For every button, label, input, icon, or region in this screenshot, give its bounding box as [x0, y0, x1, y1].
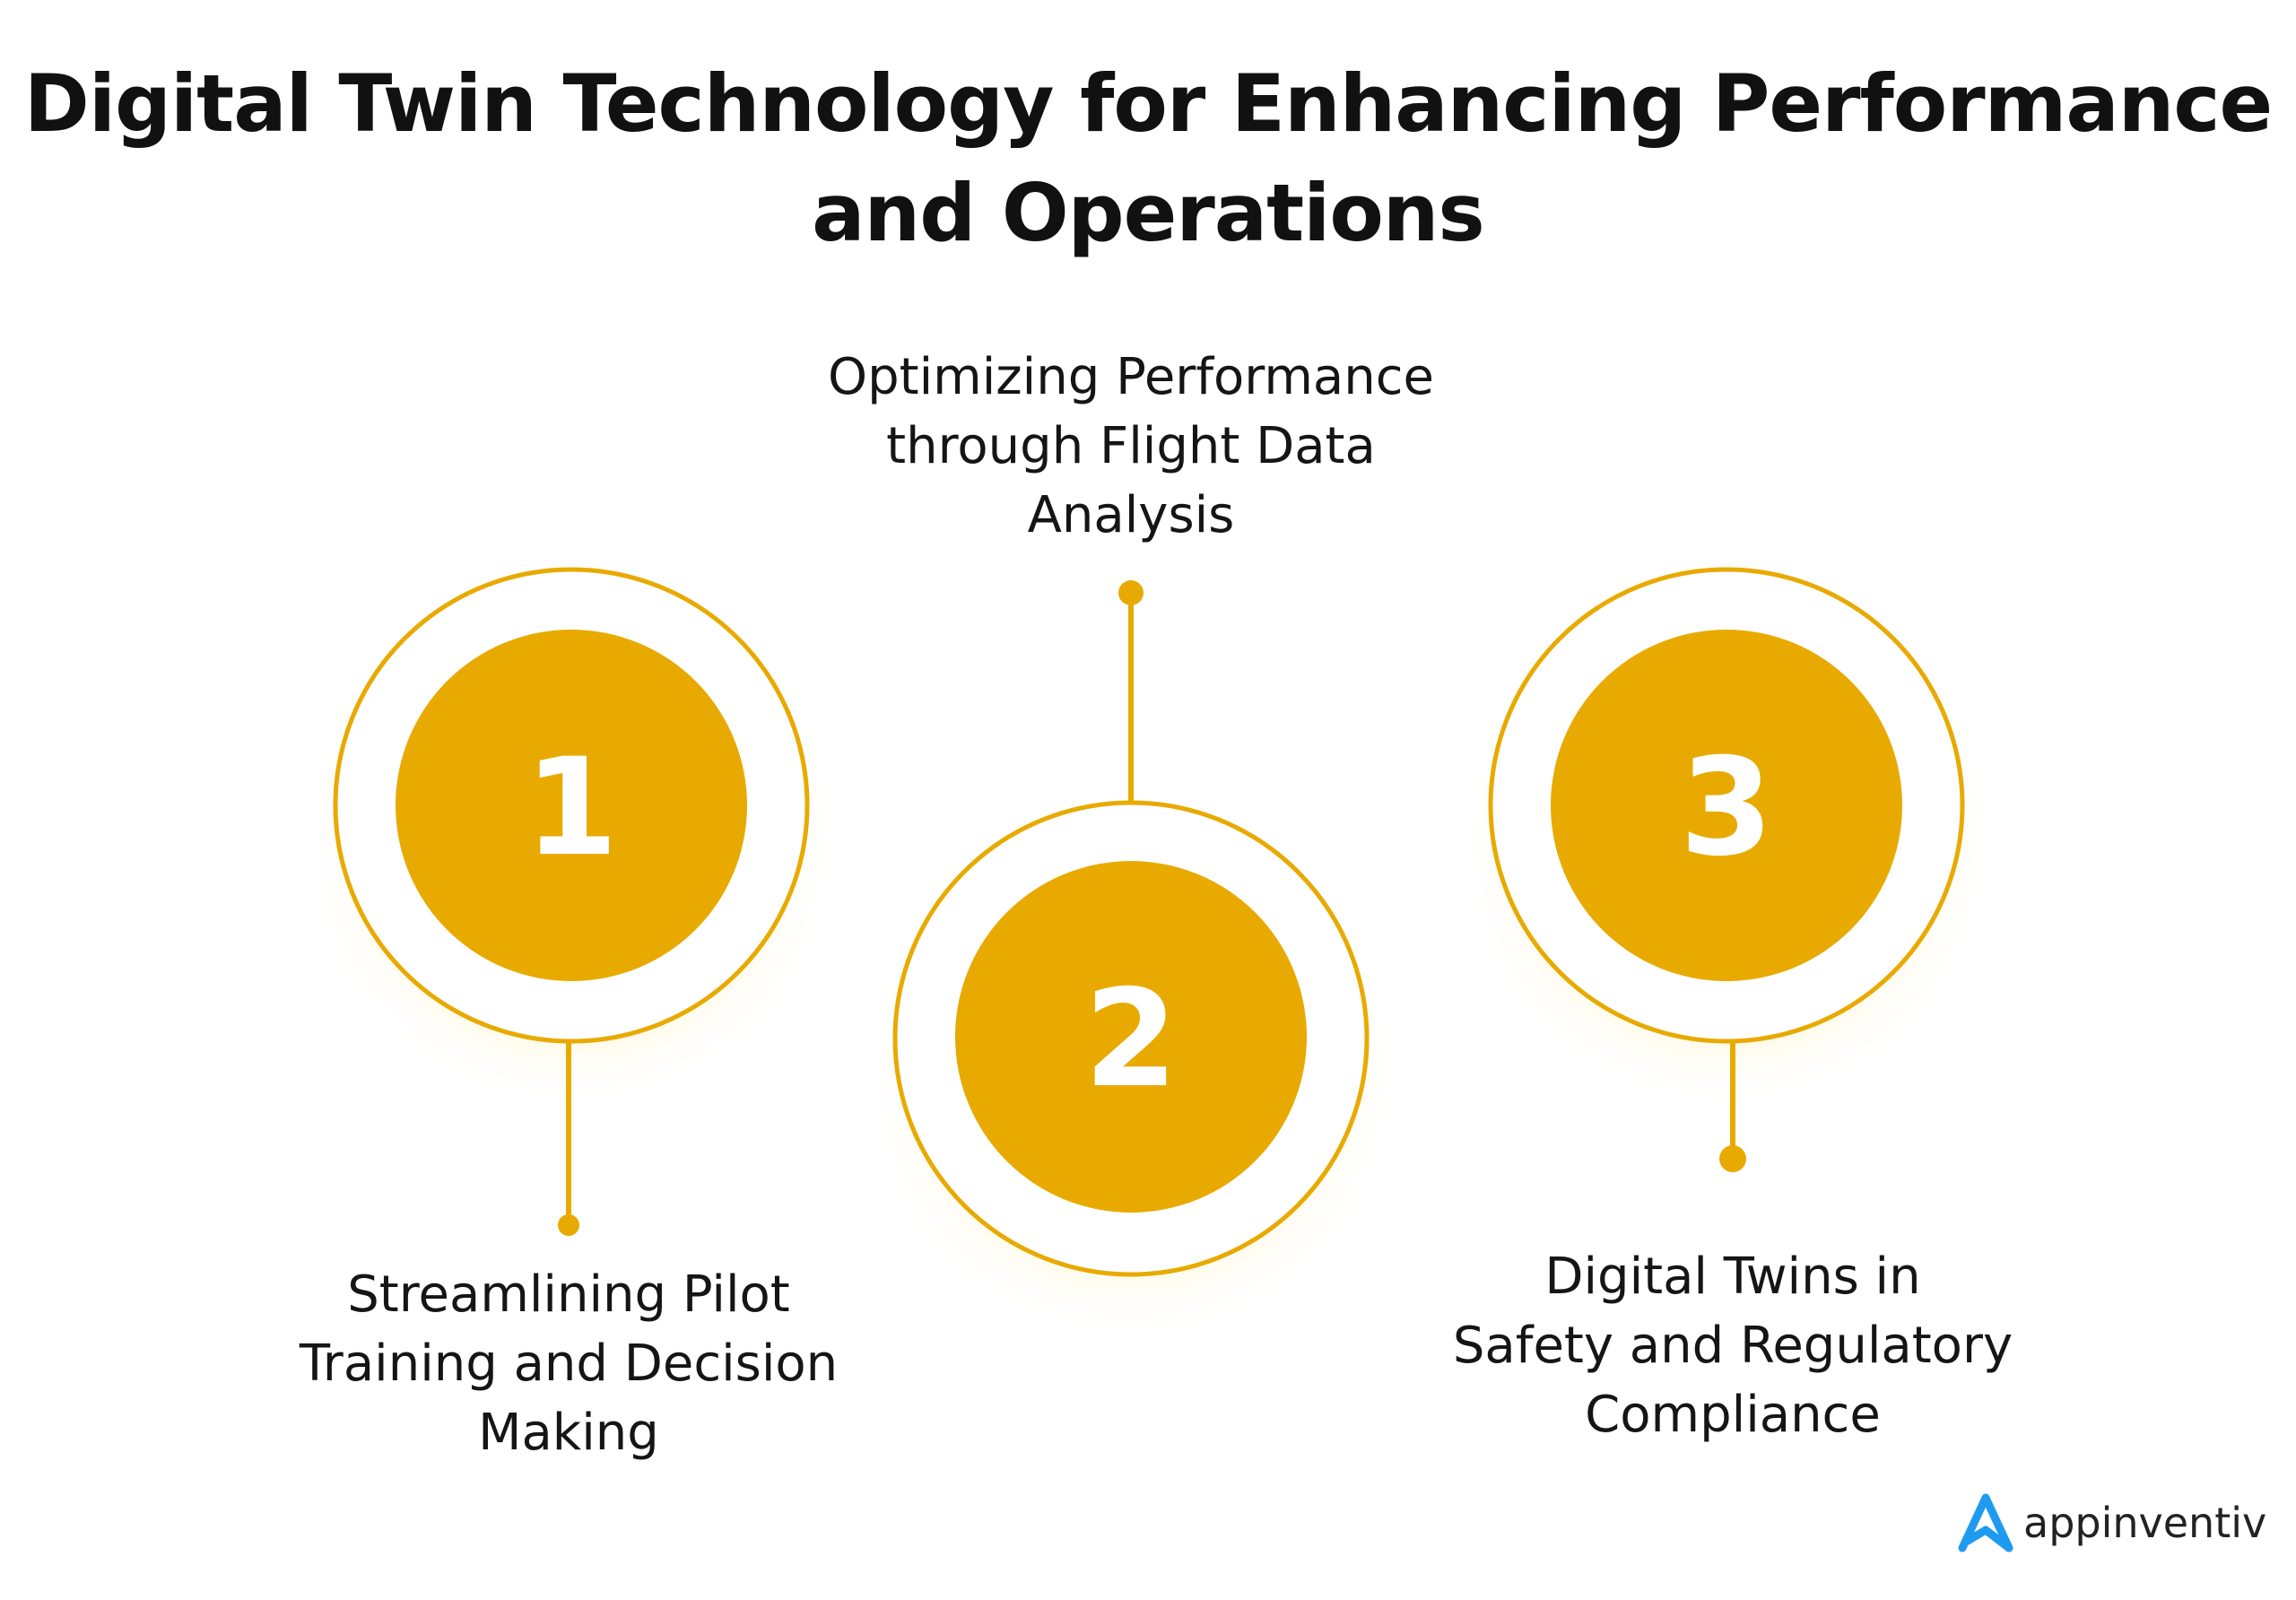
step-2-node: 2	[862, 580, 1400, 1339]
appinventiv-logo: appinventiv	[1955, 1491, 2266, 1555]
step-number: 1	[525, 730, 618, 886]
label-line: Training and Decision	[299, 1335, 839, 1393]
inner-circle	[955, 861, 1307, 1213]
connector-dot	[1118, 580, 1144, 605]
title-line-2: and Operations	[812, 167, 1485, 259]
connector-dot	[558, 1214, 579, 1236]
step-number: 3	[1680, 730, 1773, 886]
label-line: Safety and Regulatory	[1452, 1317, 2013, 1375]
label-line: Streamlining Pilot	[347, 1265, 790, 1324]
label-line: Optimizing Performance	[828, 348, 1434, 406]
inner-circle	[1551, 630, 1902, 981]
logo-a-icon	[1958, 1493, 2013, 1552]
step-2-label: Optimizing Performance through Flight Da…	[817, 343, 1445, 550]
step-3-node: 3	[1457, 567, 1996, 1172]
inner-circle	[396, 630, 747, 981]
page-title: Digital Twin Technology for Enhancing Pe…	[0, 49, 2296, 268]
label-line: Compliance	[1585, 1386, 1881, 1444]
step-number: 2	[1084, 961, 1178, 1117]
label-line: Digital Twins in	[1544, 1248, 1921, 1306]
title-line-1: Digital Twin Technology for Enhancing Pe…	[23, 57, 2273, 150]
label-line: Analysis	[1027, 486, 1235, 544]
logo-text: appinventiv	[2023, 1499, 2267, 1547]
step-1-node: 1	[302, 567, 840, 1236]
label-line: through Flight Data	[886, 417, 1376, 475]
connector-dot	[1719, 1145, 1746, 1172]
step-1-label: Streamlining Pilot Training and Decision…	[255, 1260, 883, 1467]
label-line: Making	[478, 1404, 659, 1462]
step-3-label: Digital Twins in Safety and Regulatory C…	[1419, 1242, 2047, 1449]
